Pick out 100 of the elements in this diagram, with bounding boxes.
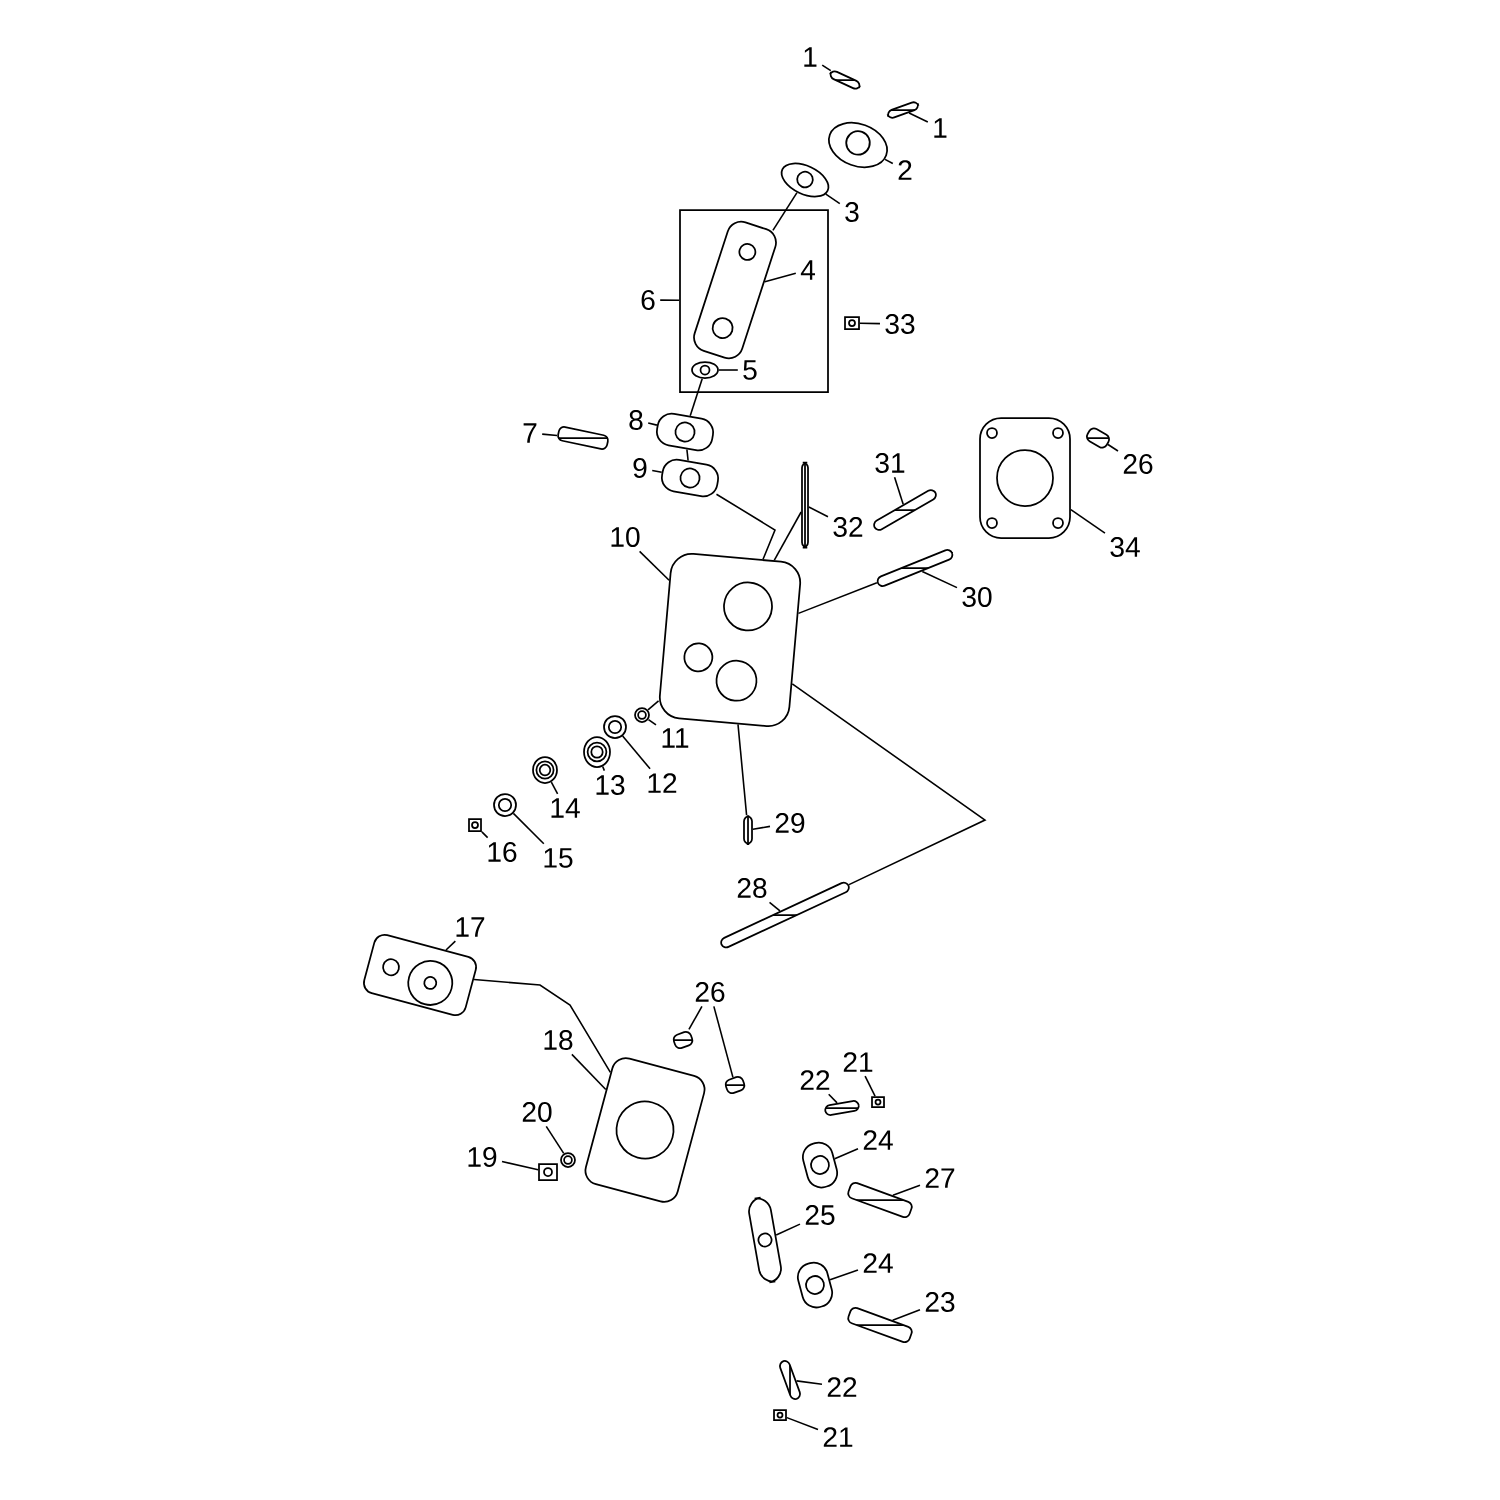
assembly-line xyxy=(797,582,878,615)
leader-line xyxy=(825,193,841,205)
callout-number: 24 xyxy=(863,1253,893,1273)
callout-number: 17 xyxy=(456,917,485,937)
leader-line xyxy=(713,1005,734,1079)
rocker-holder-drawing xyxy=(584,1057,706,1203)
callout-number: 20 xyxy=(522,1102,552,1122)
leader-line xyxy=(481,831,489,839)
nut-drawing xyxy=(538,1163,558,1181)
callout-number: 1 xyxy=(804,47,817,67)
leader-line xyxy=(1070,508,1106,534)
screw-drawing xyxy=(779,1360,801,1400)
callout-number: 13 xyxy=(596,775,625,795)
assembly-line xyxy=(773,511,802,561)
leader-line xyxy=(768,901,781,912)
leader-line xyxy=(795,1380,823,1386)
callout-number: 7 xyxy=(523,423,537,443)
nut-drawing xyxy=(871,1096,885,1108)
leader-line xyxy=(638,550,670,582)
leader-line xyxy=(659,299,680,302)
callout-number: 19 xyxy=(468,1147,497,1167)
leader-line xyxy=(821,64,832,72)
leader-line xyxy=(445,940,457,951)
washer-drawing xyxy=(560,1152,576,1168)
callout-number: 28 xyxy=(737,878,767,898)
leader-line xyxy=(647,718,657,726)
leader-line xyxy=(550,781,559,795)
leader-line xyxy=(688,1005,703,1031)
washer-drawing xyxy=(603,715,627,739)
nut-drawing xyxy=(773,1409,787,1421)
callout-number: 21 xyxy=(843,1052,873,1072)
keeper-drawing xyxy=(468,818,482,832)
leader-line xyxy=(893,476,904,506)
o-ring-drawing xyxy=(691,361,719,379)
callout-number: 30 xyxy=(962,587,992,607)
leader-line xyxy=(829,1269,859,1281)
leader-line xyxy=(647,422,658,426)
screw-drawing xyxy=(824,1100,860,1116)
leader-line xyxy=(859,322,881,325)
intake-boot-drawing xyxy=(828,121,888,169)
callout-number: 22 xyxy=(800,1070,830,1090)
seal-drawing xyxy=(634,707,650,723)
group-frame xyxy=(679,209,829,393)
gasket-drawing xyxy=(661,458,719,498)
dowel-drawing xyxy=(743,815,753,845)
callout-number: 4 xyxy=(800,260,815,280)
leader-line xyxy=(764,272,797,283)
valve-drawing xyxy=(876,549,954,587)
leader-line xyxy=(512,812,545,845)
leader-line xyxy=(541,433,558,437)
leader-line xyxy=(864,1075,876,1097)
leader-line xyxy=(501,1160,539,1171)
leader-line xyxy=(651,469,663,474)
leader-line xyxy=(718,369,739,371)
callout-number: 23 xyxy=(925,1292,955,1312)
callout-number: 12 xyxy=(648,773,677,793)
leader-line xyxy=(892,1184,921,1197)
leader-line xyxy=(808,506,829,518)
callout-number: 2 xyxy=(898,160,912,180)
nut-drawing xyxy=(844,316,860,330)
valve-drawing xyxy=(873,489,937,531)
callout-number: 10 xyxy=(611,527,640,547)
lever-drawing xyxy=(748,1196,782,1284)
callout-number: 11 xyxy=(662,728,689,748)
callout-number: 3 xyxy=(845,202,859,222)
spring-drawing xyxy=(532,756,558,784)
assembly-line xyxy=(473,978,612,1074)
assembly-line xyxy=(689,377,703,417)
leader-line xyxy=(621,735,651,770)
leader-line xyxy=(908,112,929,123)
rocker-arm-drawing xyxy=(801,1141,839,1189)
callout-number: 8 xyxy=(629,410,643,430)
stud-drawing xyxy=(801,461,809,549)
callout-number: 26 xyxy=(1123,454,1153,474)
callout-number: 21 xyxy=(823,1427,853,1447)
dowel-drawing xyxy=(672,1030,694,1050)
callout-number: 29 xyxy=(775,813,805,833)
callout-number: 16 xyxy=(488,842,517,862)
spring-drawing xyxy=(583,736,611,768)
callout-number: 34 xyxy=(1110,537,1140,557)
assembly-line xyxy=(715,493,776,560)
leader-line xyxy=(833,1147,859,1160)
clamp-drawing xyxy=(780,162,830,198)
callout-number: 22 xyxy=(827,1377,857,1397)
leader-line xyxy=(884,158,894,165)
callout-number: 1 xyxy=(934,118,947,138)
callout-number: 24 xyxy=(863,1130,893,1150)
cylinder-head-drawing xyxy=(658,553,802,727)
shaft-drawing xyxy=(847,1182,913,1219)
assembly-line xyxy=(647,700,660,711)
callout-number: 27 xyxy=(925,1168,955,1188)
assembly-line xyxy=(772,191,798,232)
leader-line xyxy=(752,825,771,830)
manifold-drawing xyxy=(693,220,777,360)
pin-drawing xyxy=(886,101,920,119)
callout-number: 9 xyxy=(633,458,647,478)
leader-line xyxy=(921,570,958,589)
spark-plug-drawing xyxy=(557,426,609,450)
gasket-drawing xyxy=(656,412,714,452)
dowel-drawing xyxy=(724,1075,746,1095)
